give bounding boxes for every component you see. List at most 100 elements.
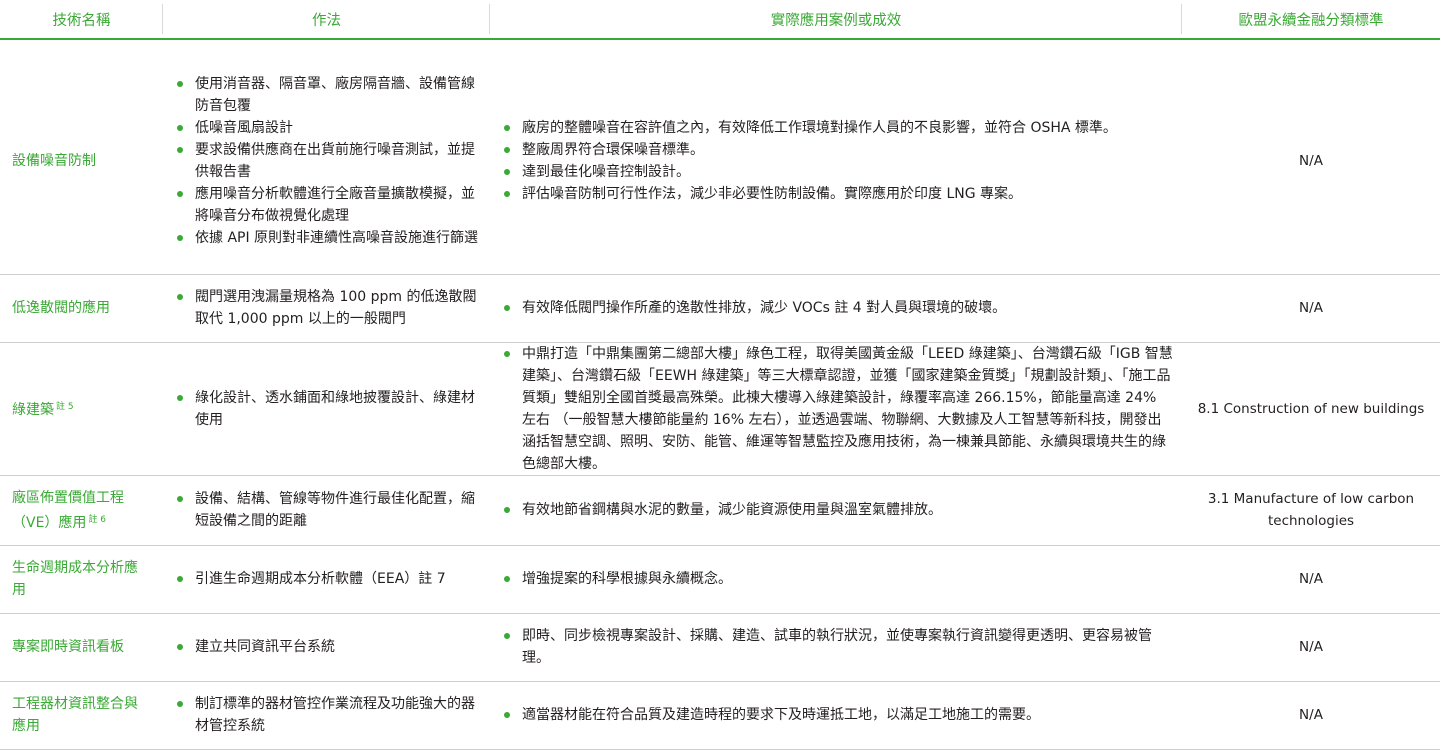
method-list: 制訂標準的器材管控作業流程及功能強大的器材管控系統 (171, 693, 480, 737)
method-text: 低噪音風扇設計 (195, 119, 293, 136)
results-cell: 即時、同步檢視專案設計、採購、建造、試車的執行狀況，並使專案執行資訊變得更透明、… (490, 613, 1182, 682)
bullet-icon (504, 190, 510, 197)
list-item: 引進生命週期成本分析軟體（EEA）註 7 (171, 568, 480, 590)
bullet-icon (504, 305, 510, 311)
result-text: 廠房的整體噪音在容許值之內，有效降低工作環境對操作人員的不良影響，並符合 OSH… (522, 119, 1117, 136)
bullet-icon (177, 146, 183, 153)
taxonomy-cell: N/A (1182, 613, 1440, 682)
method-text: 使用消音器、隔音罩、廠房隔音牆、設備管線防音包覆 (195, 75, 475, 114)
bullet-icon (504, 712, 510, 718)
list-item: 要求設備供應商在出貨前施行噪音測試，並提供報告書 (171, 139, 480, 183)
list-item: 建立共同資訊平台系統 (171, 636, 480, 658)
bullet-icon (177, 644, 183, 650)
results-list: 有效降低閥門操作所產的逸散性排放，減少 VOCs 註 4 對人員與環境的破壞。 (498, 297, 1174, 319)
footnote-mark: 註 6 (88, 514, 107, 525)
tech-name: 工程器材資訊整合與應用 (12, 696, 138, 734)
tech-name-cell: 綠建築註 5 (0, 342, 163, 476)
footnote-mark: 註 5 (56, 402, 74, 412)
results-cell: 有效地節省鋼構與水泥的數量，減少能資源使用量與溫室氣體排放。 (490, 475, 1182, 546)
results-cell: 廠房的整體噪音在容許值之內，有效降低工作環境對操作人員的不良影響，並符合 OSH… (490, 48, 1182, 275)
list-item: 廠房的整體噪音在容許值之內，有效降低工作環境對操作人員的不良影響，並符合 OSH… (498, 117, 1174, 139)
table-row: 生命週期成本分析應用 引進生命週期成本分析軟體（EEA）註 7 增強提案的科學根據與… (0, 545, 1440, 614)
table-row: 專案即時資訊看板 建立共同資訊平台系統 即時、同步檢視專案設計、採購、建造、試車的執… (0, 613, 1440, 682)
list-item: 增強提案的科學根據與永續概念。 (498, 568, 1174, 590)
method-list: 使用消音器、隔音罩、廠房隔音牆、設備管線防音包覆低噪音風扇設計要求設備供應商在出… (171, 73, 480, 249)
result-text: 中鼎打造「中鼎集團第二總部大樓」綠色工程，取得美國黃金級「LEED 綠建築」、台… (522, 345, 1173, 472)
result-text: 有效地節省鋼構與水泥的數量，減少能資源使用量與溫室氣體排放。 (522, 502, 942, 518)
tech-name: 生命週期成本分析應用 (12, 560, 138, 598)
method-cell: 綠化設計、透水鋪面和綠地披覆設計、綠建材使用 (163, 342, 490, 476)
taxonomy-cell: N/A (1182, 681, 1440, 750)
tech-name-cell: 專案即時資訊看板 (0, 613, 163, 682)
bullet-icon (177, 124, 183, 131)
tech-name-cell: 設備噪音防制 (0, 48, 163, 275)
header-tech-name: 技術名稱 (0, 0, 163, 40)
list-item: 制訂標準的器材管控作業流程及功能強大的器材管控系統 (171, 693, 480, 737)
list-item: 中鼎打造「中鼎集團第二總部大樓」綠色工程，取得美國黃金級「LEED 綠建築」、台… (498, 343, 1174, 475)
results-list: 廠房的整體噪音在容許值之內，有效降低工作環境對操作人員的不良影響，並符合 OSH… (498, 117, 1174, 205)
bullet-icon (504, 168, 510, 175)
list-item: 整廠周界符合環保噪音標準。 (498, 139, 1174, 161)
results-cell: 中鼎打造「中鼎集團第二總部大樓」綠色工程，取得美國黃金級「LEED 綠建築」、台… (490, 342, 1182, 476)
method-text: 制訂標準的器材管控作業流程及功能強大的器材管控系統 (195, 696, 475, 734)
taxonomy-cell: N/A (1182, 274, 1440, 343)
results-list: 即時、同步檢視專案設計、採購、建造、試車的執行狀況，並使專案執行資訊變得更透明、… (498, 625, 1174, 669)
bullet-icon (177, 701, 183, 707)
tech-name: 廠區佈置價值工程（VE）應用 (12, 489, 124, 531)
list-item: 達到最佳化噪音控制設計。 (498, 161, 1174, 183)
tech-name-cell: 廠區佈置價值工程（VE）應用註 6 (0, 475, 163, 546)
results-list: 中鼎打造「中鼎集團第二總部大樓」綠色工程，取得美國黃金級「LEED 綠建築」、台… (498, 343, 1174, 475)
bullet-icon (177, 394, 183, 401)
table-row: 工程器材資訊整合與應用 制訂標準的器材管控作業流程及功能強大的器材管控系統 適當器材… (0, 681, 1440, 750)
tech-name: 綠建築 (12, 402, 54, 418)
results-list: 增強提案的科學根據與永續概念。 (498, 568, 1174, 590)
method-text: 綠化設計、透水鋪面和綠地披覆設計、綠建材使用 (195, 389, 475, 428)
method-text: 設備、結構、管線等物件進行最佳化配置，縮短設備之間的距離 (195, 491, 475, 529)
method-list: 引進生命週期成本分析軟體（EEA）註 7 (171, 568, 480, 590)
method-text: 閥門選用洩漏量規格為 100 ppm 的低逸散閥取代 1,000 ppm 以上的… (195, 289, 477, 327)
results-cell: 適當器材能在符合品質及建造時程的要求下及時運抵工地，以滿足工地施工的需要。 (490, 681, 1182, 750)
tech-name: 設備噪音防制 (12, 152, 96, 169)
result-text: 評估噪音防制可行性作法，減少非必要性防制設備。實際應用於印度 LNG 專案。 (522, 185, 1023, 202)
method-list: 建立共同資訊平台系統 (171, 636, 480, 658)
bullet-icon (177, 80, 183, 87)
list-item: 有效降低閥門操作所產的逸散性排放，減少 VOCs 註 4 對人員與環境的破壞。 (498, 297, 1174, 319)
result-text: 達到最佳化噪音控制設計。 (522, 163, 690, 180)
method-cell: 建立共同資訊平台系統 (163, 613, 490, 682)
list-item: 依據 API 原則對非連續性高噪音設施進行篩選 (171, 227, 480, 249)
tech-name: 低逸散閥的應用 (12, 300, 110, 316)
list-item: 閥門選用洩漏量規格為 100 ppm 的低逸散閥取代 1,000 ppm 以上的… (171, 286, 480, 330)
list-item: 評估噪音防制可行性作法，減少非必要性防制設備。實際應用於印度 LNG 專案。 (498, 183, 1174, 205)
results-list: 有效地節省鋼構與水泥的數量，減少能資源使用量與溫室氣體排放。 (498, 499, 1174, 521)
tech-name-cell: 工程器材資訊整合與應用 (0, 681, 163, 750)
method-cell: 使用消音器、隔音罩、廠房隔音牆、設備管線防音包覆低噪音風扇設計要求設備供應商在出… (163, 48, 490, 275)
taxonomy-cell: N/A (1182, 48, 1440, 275)
list-item: 應用噪音分析軟體進行全廠音量擴散模擬，並將噪音分布做視覺化處理 (171, 183, 480, 227)
method-text: 建立共同資訊平台系統 (195, 639, 335, 655)
list-item: 有效地節省鋼構與水泥的數量，減少能資源使用量與溫室氣體排放。 (498, 499, 1174, 521)
bullet-icon (504, 146, 510, 153)
taxonomy-cell: N/A (1182, 545, 1440, 614)
method-list: 綠化設計、透水鋪面和綠地披覆設計、綠建材使用 (171, 387, 480, 431)
list-item: 適當器材能在符合品質及建造時程的要求下及時運抵工地，以滿足工地施工的需要。 (498, 704, 1174, 726)
results-cell: 增強提案的科學根據與永續概念。 (490, 545, 1182, 614)
method-list: 設備、結構、管線等物件進行最佳化配置，縮短設備之間的距離 (171, 488, 480, 532)
table-row: 低逸散閥的應用 閥門選用洩漏量規格為 100 ppm 的低逸散閥取代 1,000 … (0, 274, 1440, 343)
result-text: 即時、同步檢視專案設計、採購、建造、試車的執行狀況，並使專案執行資訊變得更透明、… (522, 628, 1152, 666)
method-text: 要求設備供應商在出貨前施行噪音測試，並提供報告書 (195, 141, 475, 180)
method-text: 依據 API 原則對非連續性高噪音設施進行篩選 (195, 229, 479, 246)
tech-name-cell: 低逸散閥的應用 (0, 274, 163, 343)
list-item: 綠化設計、透水鋪面和綠地披覆設計、綠建材使用 (171, 387, 480, 431)
header-results: 實際應用案例或成效 (490, 0, 1182, 40)
list-item: 低噪音風扇設計 (171, 117, 480, 139)
results-cell: 有效降低閥門操作所產的逸散性排放，減少 VOCs 註 4 對人員與環境的破壞。 (490, 274, 1182, 343)
result-text: 有效降低閥門操作所產的逸散性排放，減少 VOCs 註 4 對人員與環境的破壞。 (522, 300, 1007, 316)
bullet-icon (177, 576, 183, 582)
bullet-icon (504, 576, 510, 582)
header-eu-taxonomy: 歐盟永續金融分類標準 (1182, 0, 1440, 40)
bullet-icon (177, 190, 183, 197)
tech-name-cell: 生命週期成本分析應用 (0, 545, 163, 614)
bullet-icon (504, 124, 510, 131)
table-header: 技術名稱 作法 實際應用案例或成效 歐盟永續金融分類標準 (0, 0, 1440, 40)
